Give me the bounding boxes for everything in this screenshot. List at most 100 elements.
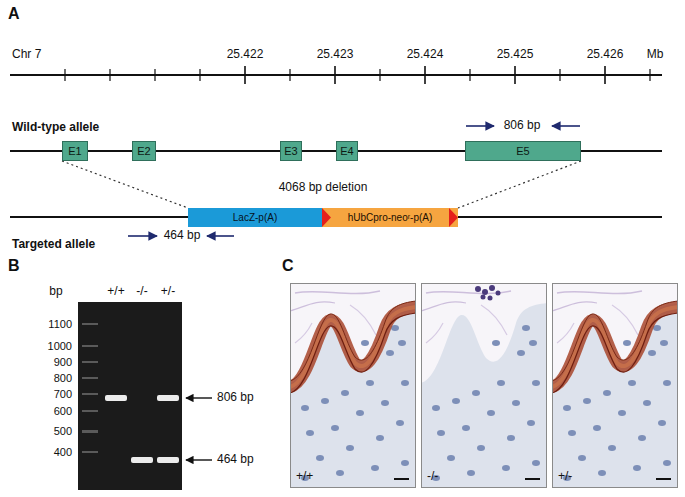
ladder-band xyxy=(82,323,98,453)
pcr-band xyxy=(105,395,127,401)
stain-cluster xyxy=(496,291,501,296)
ladder-band xyxy=(82,430,98,433)
chromosome-axis xyxy=(65,69,650,81)
chromosome-axis xyxy=(469,69,470,81)
pcr-band xyxy=(157,395,179,401)
ladder-size: 700 xyxy=(54,388,72,401)
chromosome-axis xyxy=(604,66,606,84)
ladder-band xyxy=(82,345,98,347)
loxp-site xyxy=(449,208,458,227)
image-frame xyxy=(291,284,416,488)
selection-cassette: hUbCpro-neoʳ-p(A) xyxy=(322,208,458,227)
scale-bar xyxy=(525,478,540,480)
tick-label: 25.423 xyxy=(317,48,354,62)
ladder-band xyxy=(82,323,98,325)
panel-letter: C xyxy=(282,257,294,275)
genotype-label: -/- xyxy=(427,470,438,484)
genotype-label: +/- xyxy=(558,470,572,484)
ladder-size: 1000 xyxy=(48,340,72,353)
scale-bar xyxy=(656,478,671,480)
genotype-label: -/- xyxy=(136,285,147,299)
chromosome-axis xyxy=(289,69,290,81)
band-pointer xyxy=(186,398,212,460)
histology-image xyxy=(290,283,416,488)
chromosome-axis xyxy=(154,69,155,81)
image-frame xyxy=(291,284,678,488)
exon-box: E5 xyxy=(465,141,581,161)
stain-cluster xyxy=(481,295,486,300)
histology-image xyxy=(552,301,678,393)
ladder-size: 500 xyxy=(54,425,72,438)
exon-box: E2 xyxy=(132,141,156,161)
tick-label: 25.425 xyxy=(497,48,534,62)
allele-label: Wild-type allele xyxy=(12,121,99,135)
node-text: E4 xyxy=(340,145,353,157)
unit-label: bp xyxy=(49,285,62,299)
agarose-gel xyxy=(78,302,182,490)
chromosome-axis xyxy=(199,69,200,81)
chromosome-axis xyxy=(245,66,605,84)
histology-image xyxy=(421,283,547,488)
ladder-band xyxy=(82,393,98,395)
primer-arrow xyxy=(552,125,580,127)
band-pointer xyxy=(186,459,212,460)
chromosome-axis xyxy=(559,69,560,81)
ladder-band xyxy=(82,410,98,412)
ladder-size: 900 xyxy=(54,356,72,369)
histology-image xyxy=(290,301,416,393)
histology-image xyxy=(290,283,678,488)
ladder-band xyxy=(82,451,98,453)
panel-letter: A xyxy=(8,5,20,23)
primer-arrow xyxy=(466,125,494,127)
band-size: 464 bp xyxy=(217,453,254,467)
deletion-size: 4068 bp deletion xyxy=(279,181,368,195)
panel-letter: B xyxy=(8,257,20,275)
chromosome-axis xyxy=(379,69,380,81)
node-text: E2 xyxy=(137,145,150,157)
ladder-size: 400 xyxy=(54,446,72,459)
scale-bar xyxy=(394,478,409,480)
pcr-band xyxy=(157,457,179,463)
genotype-label: +/+ xyxy=(296,470,313,484)
tick-label: 25.424 xyxy=(407,48,444,62)
band-size: 806 bp xyxy=(217,391,254,405)
image-frame xyxy=(422,284,547,488)
ladder-band xyxy=(82,377,98,379)
node-text: E3 xyxy=(284,145,297,157)
chromosome-axis xyxy=(649,69,650,81)
unit-label: Mb xyxy=(647,48,664,62)
ladder-size: 600 xyxy=(54,405,72,418)
genotype-label: +/+ xyxy=(107,285,124,299)
node-text: E1 xyxy=(68,145,81,157)
primer-arrow xyxy=(128,126,580,236)
node-text: LacZ-p(A) xyxy=(233,212,277,223)
genotype-label: +/- xyxy=(161,285,175,299)
reporter-cassette: LacZ-p(A) xyxy=(188,208,322,227)
histology-image xyxy=(552,283,678,488)
stain-cluster xyxy=(475,285,501,301)
loxp-site xyxy=(322,208,331,227)
pcr-band xyxy=(131,457,153,463)
axis-label: Chr 7 xyxy=(12,48,41,62)
chromosome-axis xyxy=(424,66,426,84)
pcr-band xyxy=(105,395,179,463)
image-frame xyxy=(553,284,678,488)
chromosome-axis xyxy=(334,66,336,84)
ladder-size: 1100 xyxy=(48,318,72,331)
stain-cluster xyxy=(488,296,493,301)
stain-cluster xyxy=(475,286,481,292)
exon-box: E1 xyxy=(62,141,88,161)
chromosome-axis xyxy=(244,66,246,84)
exon-box: E4 xyxy=(336,141,358,161)
ladder-size: 800 xyxy=(54,372,72,385)
deletion-guide-line xyxy=(62,161,188,208)
exon-box: E3 xyxy=(280,141,302,161)
amplicon-size: 464 bp xyxy=(164,229,201,243)
band-pointer xyxy=(186,397,212,398)
amplicon-size: 806 bp xyxy=(504,119,541,133)
allele-label: Targeted allele xyxy=(12,238,95,252)
primer-arrow xyxy=(207,235,234,237)
